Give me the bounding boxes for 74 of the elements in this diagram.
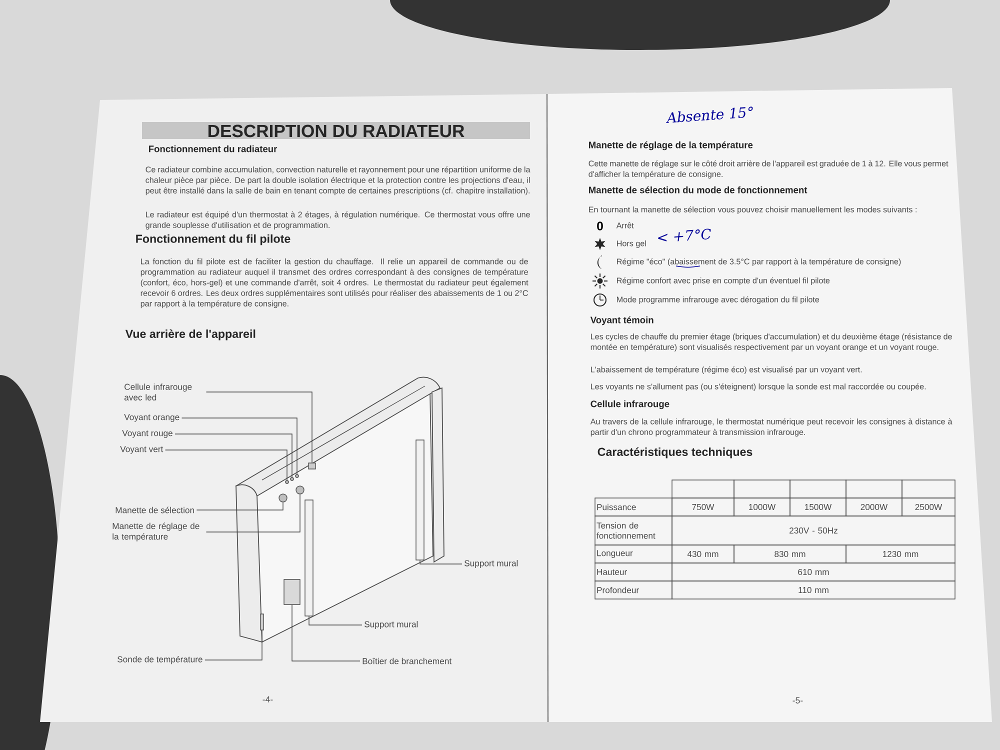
leader-line xyxy=(206,392,312,464)
callout-label: Boîtier de branchement xyxy=(362,658,452,664)
table-cell: 830 mm xyxy=(734,544,846,564)
page-number: -4- xyxy=(262,696,273,702)
infrared-cell xyxy=(308,462,316,470)
paragraph: La fonction du fil pilote est de faciliter la gestion du chauffage. Il relie un appareil de commande ou de programmation au radiateur auquel il transmet des ordres correspondant à des consignes de température (confort, éco, hors-gel) et une commande d'arrêt, soit 4 ordres. Le thermostat du radiateur peut également recevoir 6 ordres. Les deux ordres supplémentaires sont utilisés pour réaliser des abaissements de 1 ou 2°C par rapport à la température de consigne. xyxy=(140,258,528,308)
knob xyxy=(296,486,304,494)
paragraph: Les voyants ne s'allument pas (ou s'éteignent) lorsque la sonde est mal raccordée ou coupée. xyxy=(591,383,926,391)
leader-line xyxy=(164,450,288,480)
callout-label: Support mural xyxy=(464,560,518,568)
wall-bracket xyxy=(304,500,314,616)
paragraph: Hors gel xyxy=(617,240,646,248)
paragraph: Arrêt xyxy=(616,222,634,228)
section-heading: Caractéristiques techniques xyxy=(598,447,752,458)
callout-label: Voyant orange xyxy=(124,414,180,422)
table-cell: 2000W xyxy=(846,498,902,516)
paragraph: Ce radiateur combine accumulation, convection naturelle et rayonnement pour une répartition uniforme de la chaleur pièce par pièce. De part la double isolation électrique et la protection contre les projections d'eau, il peut être installé dans la salle de bain en tenant compte de certaines prescriptions (cf. chapitre installation). xyxy=(146,166,530,196)
paragraph: Régime "éco" (abaissement de 3.5°C par rapport à la température de consigne) xyxy=(617,258,901,266)
page-number: -5- xyxy=(792,697,803,704)
leader-line xyxy=(206,494,300,532)
callout-label: Manette de sélection xyxy=(116,506,194,514)
section-heading: Cellule infrarouge xyxy=(590,400,670,410)
paragraph: Régime confort avec prise en compte d'un éventuel fil pilote xyxy=(617,277,830,285)
leader-line xyxy=(181,418,298,475)
indicator-light xyxy=(285,480,289,484)
handwritten-note: < +7°C xyxy=(658,228,711,242)
table-cell: 110 mm xyxy=(672,580,956,600)
section-heading: Fonctionnement du radiateur xyxy=(149,145,278,152)
table-cell: 610 mm xyxy=(672,562,956,582)
temperature-sensor xyxy=(260,614,264,630)
paragraph: Les cycles de chauffe du premier étage (briques d'accumulation) et du deuxième étage (résistance de montée en température) sont visualisés respectivement par un voyant orange et un voyant rouge. xyxy=(590,333,952,352)
table-cell: Tension de fonctionnement xyxy=(594,516,672,546)
table-cell: Profondeur xyxy=(594,580,672,600)
callout-label: Manette de réglage de la température xyxy=(112,522,200,542)
table-cell: 1230 mm xyxy=(846,544,956,564)
paragraph: L'abaissement de température (régime éco) est visualisé par un voyant vert. xyxy=(591,366,862,374)
leader-line xyxy=(420,560,462,564)
table-cell: 1000W xyxy=(734,498,790,516)
section-heading: Vue arrière de l'appareil xyxy=(125,329,256,340)
handwritten-note: Absente 15° xyxy=(666,106,753,123)
table-cell: Hauteur xyxy=(594,562,672,582)
paragraph: Cette manette de réglage sur le côté droit arrière de l'appareil est graduée de 1 à 12. Elle vous permet d'afficher la température de consigne. xyxy=(588,160,948,179)
indicator-light xyxy=(290,477,294,481)
callout-label: Voyant vert xyxy=(120,446,164,454)
table-cell: Longueur xyxy=(594,544,672,564)
junction-box xyxy=(284,579,300,605)
section-heading: Manette de sélection du mode de fonctionnement xyxy=(589,186,808,194)
leader-line xyxy=(292,604,360,662)
table-cell: 230V - 50Hz xyxy=(672,516,956,546)
table-cell: 750W xyxy=(672,498,734,516)
title-banner: DESCRIPTION DU RADIATEUR xyxy=(142,122,530,139)
paragraph: Le radiateur est équipé d'un thermostat à 2 étages, à régulation numérique. Ce thermostat vous offre une grande souplesse d'utilisation et de programmation. xyxy=(146,211,530,230)
callout-label: Support mural xyxy=(364,621,418,630)
paragraph: Mode programme infrarouge avec dérogation du fil pilote xyxy=(617,296,820,304)
section-heading: Voyant témoin xyxy=(590,316,654,326)
paragraph: En tournant la manette de sélection vous pouvez choisir manuellement les modes suivants : xyxy=(589,206,916,214)
paragraph: Au travers de la cellule infrarouge, le thermostat numérique peut recevoir les consignes à distance à partir d'un chrono programmateur à transmission infrarouge. xyxy=(590,418,952,437)
leader-line xyxy=(204,630,262,660)
wall-bracket xyxy=(416,440,424,560)
table-cell: 430 mm xyxy=(672,544,734,564)
section-heading: Manette de réglage de la température xyxy=(589,141,753,150)
mode-symbol: 0 xyxy=(597,222,603,230)
knob xyxy=(278,494,288,502)
leader-line xyxy=(174,434,292,478)
callout-label: Voyant rouge xyxy=(122,430,172,438)
callout-label: Sonde de température xyxy=(118,656,202,664)
table-cell: 2500W xyxy=(902,498,956,516)
indicator-light xyxy=(295,474,299,478)
leader-line xyxy=(308,616,362,626)
callout-label: Cellule infrarouge avec led xyxy=(124,384,192,400)
leader-line xyxy=(196,502,284,510)
table-cell: 1500W xyxy=(790,498,846,516)
table-cell: Puissance xyxy=(594,498,672,516)
section-heading: Fonctionnement du fil pilote xyxy=(136,234,290,246)
